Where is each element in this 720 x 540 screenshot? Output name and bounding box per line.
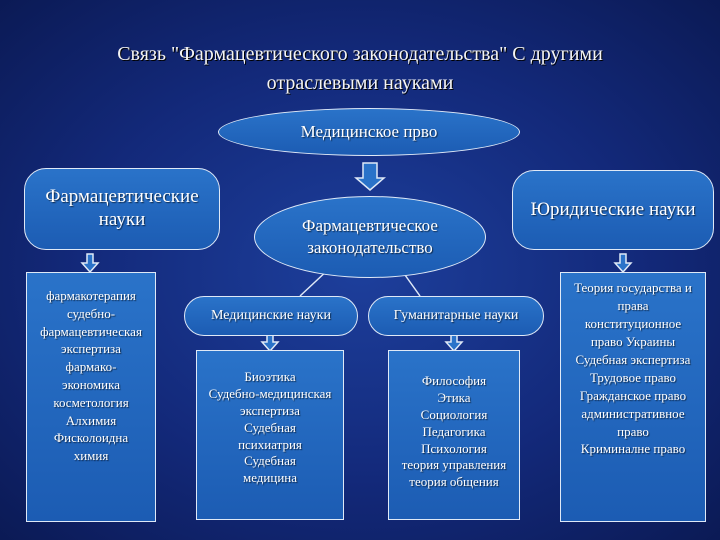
- list-item: Биоэтика: [244, 369, 296, 384]
- list-item: Трудовое право: [589, 369, 677, 385]
- node-medical-sciences-label: Медицинские науки: [211, 308, 331, 323]
- list-item: право: [617, 423, 649, 439]
- list-item: Социология: [420, 406, 488, 422]
- list-item: административное: [581, 405, 685, 421]
- list-item: Психология: [421, 440, 487, 456]
- list-item: Судебно-медицинская: [208, 385, 332, 401]
- list-item: Судебная: [244, 453, 296, 469]
- list-item: косметология: [53, 394, 129, 410]
- list-item: Теория государства и: [574, 280, 692, 295]
- node-pharm-legislation: Фармацевтическое законодательство: [254, 196, 486, 278]
- node-humanities-label: Гуманитарные науки: [393, 308, 519, 323]
- list-humanities: Философия Этика Социология Педагогика Пс…: [388, 350, 520, 520]
- arrow-down-legal: [613, 253, 633, 274]
- list-item: судебно-: [66, 305, 116, 321]
- node-medical-law: Медицинское прво: [218, 108, 520, 156]
- list-item: экспертиза: [61, 341, 121, 357]
- list-item: Алхимия: [65, 412, 117, 428]
- node-pharm-sciences: Фармацевтические науки: [24, 168, 220, 250]
- diagram-title: Связь "Фармацевтического законодательств…: [40, 40, 680, 98]
- title-line-2: отраслевыми науками: [266, 72, 454, 94]
- list-item: экономика: [61, 376, 121, 392]
- list-item: фармако-: [65, 359, 117, 375]
- title-line-1: Связь "Фармацевтического законодательств…: [117, 43, 603, 65]
- arrow-down-main: [353, 162, 387, 191]
- list-item: Гражданское право: [579, 387, 687, 403]
- list-item: Криминалне право: [580, 441, 686, 457]
- list-item: Судебная: [244, 419, 296, 435]
- node-pharm-legislation-label: Фармацевтическое законодательство: [302, 215, 438, 257]
- node-pharm-sciences-label: Фармацевтические науки: [45, 186, 199, 230]
- list-item: теория управления: [401, 457, 507, 473]
- list-item: химия: [73, 448, 109, 464]
- list-item: теория общения: [409, 474, 499, 490]
- list-item: фармацевтическая: [40, 323, 142, 339]
- list-item: права: [617, 297, 649, 313]
- list-item: Судебная экспертиза: [575, 351, 691, 367]
- list-item: психиатрия: [238, 436, 302, 452]
- node-humanities: Гуманитарные науки: [368, 296, 544, 336]
- list-pharm-sciences: фармакотерапия судебно- фармацевтическая…: [26, 272, 156, 522]
- list-item: право Украины: [590, 333, 676, 349]
- list-item: медицина: [242, 470, 298, 486]
- list-item: конституционное: [584, 315, 682, 331]
- node-medical-law-label: Медицинское прво: [300, 122, 438, 141]
- list-item: Фисколоидна: [53, 430, 129, 446]
- list-item: фармакотерапия: [46, 288, 136, 303]
- node-medical-sciences: Медицинские науки: [184, 296, 358, 336]
- node-legal-sciences: Юридические науки: [512, 170, 714, 250]
- node-legal-sciences-label: Юридические науки: [530, 198, 696, 220]
- list-legal-sciences: Теория государства и права конституционн…: [560, 272, 706, 522]
- list-medical-sciences: Биоэтика Судебно-медицинская экспертиза …: [196, 350, 344, 520]
- list-item: Педагогика: [422, 423, 486, 439]
- list-item: Философия: [421, 373, 487, 388]
- list-item: Этика: [437, 389, 471, 405]
- arrow-down-pharm: [80, 253, 100, 274]
- list-item: экспертиза: [240, 402, 300, 418]
